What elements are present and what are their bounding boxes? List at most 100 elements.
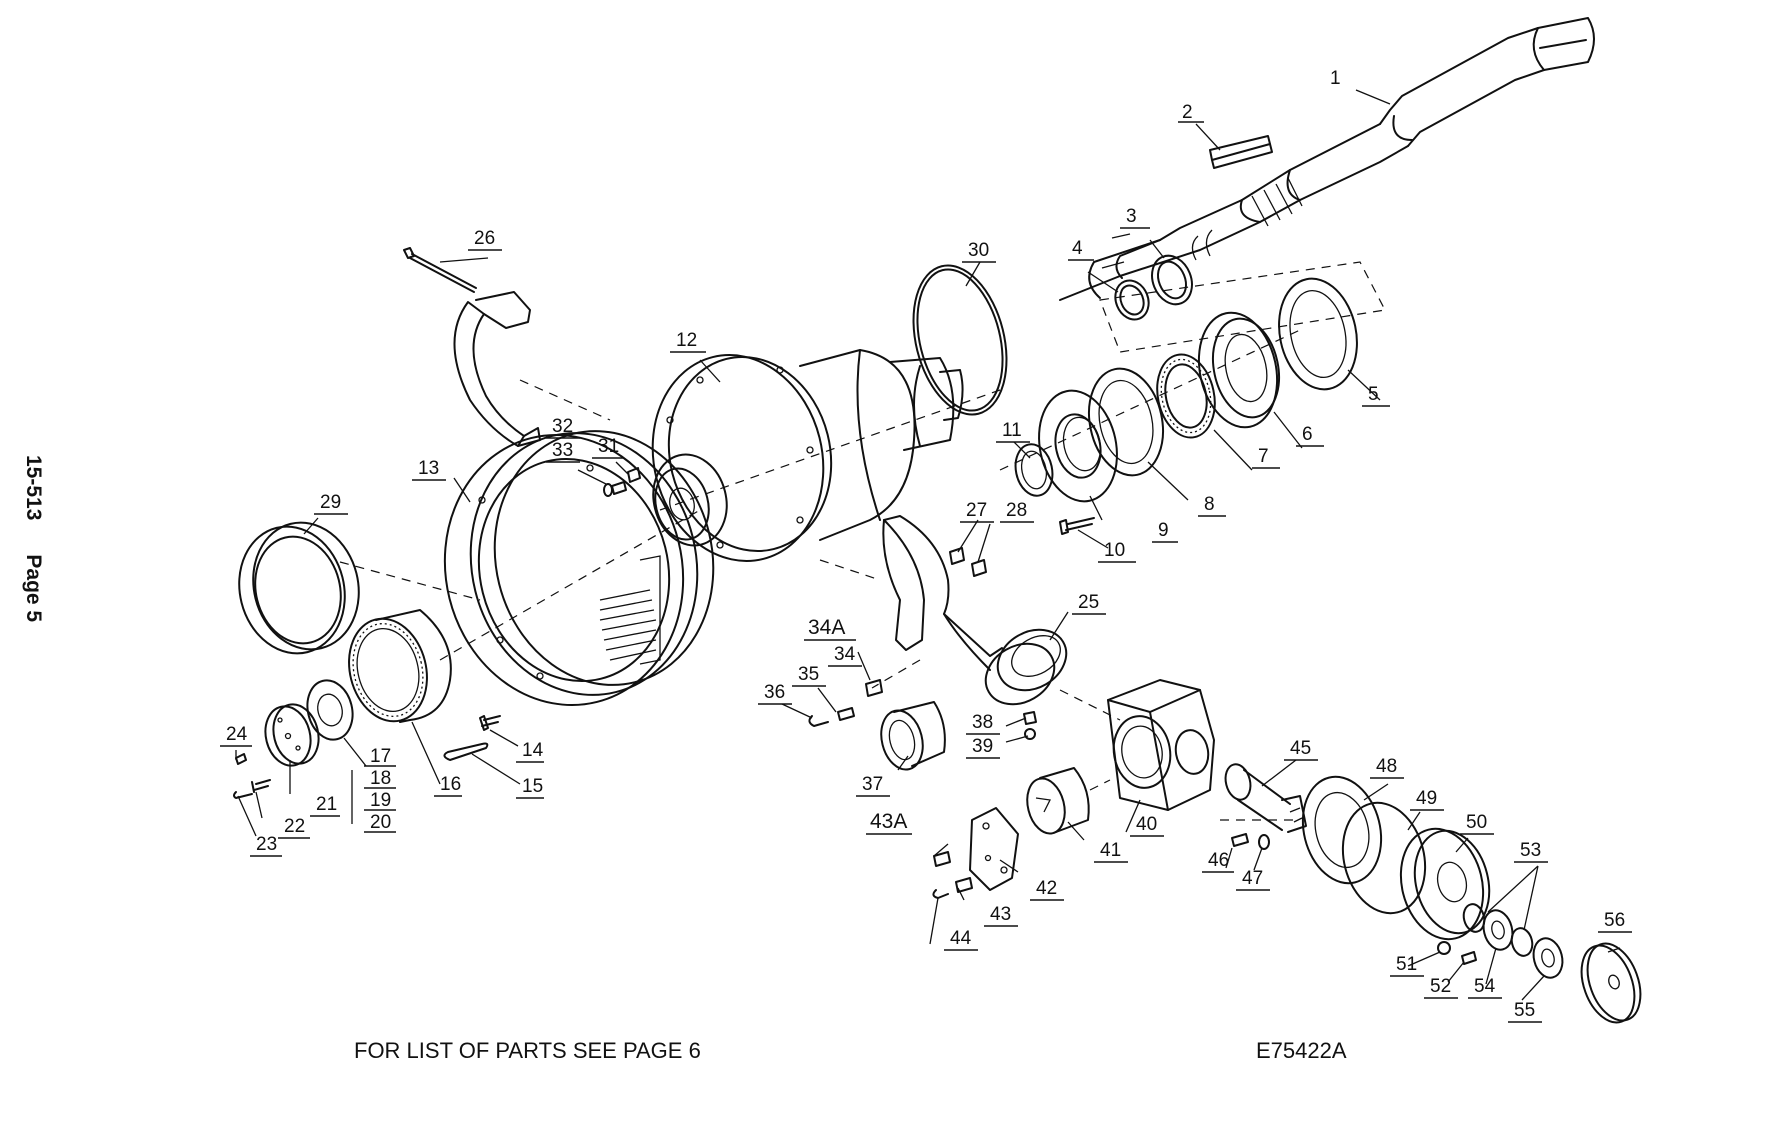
part-11-ring	[1014, 443, 1054, 497]
leader-lines	[235, 89, 1621, 1001]
part-47-pin	[1258, 834, 1270, 850]
part-43-bolt	[955, 877, 973, 893]
part-46-bolt	[1231, 833, 1249, 847]
callout-45: 45	[1290, 738, 1311, 759]
callout-51: 51	[1396, 954, 1417, 975]
callout-2: 2	[1182, 102, 1193, 123]
part-28-nut	[971, 559, 987, 577]
part-45-shaft	[1224, 763, 1307, 833]
part-44-pin	[932, 889, 949, 899]
callout-41: 41	[1100, 840, 1121, 861]
part-26-clamp	[453, 291, 541, 447]
part-17-washer	[306, 679, 354, 741]
part-7-bearing	[1156, 353, 1216, 439]
part-26-bolt	[403, 247, 477, 293]
callout-20: 20	[370, 812, 391, 833]
part-24-bolt	[235, 753, 247, 765]
part-53-ring	[1462, 903, 1534, 957]
callout-4: 4	[1072, 238, 1083, 259]
part-2-key	[1209, 135, 1273, 169]
callout-22: 22	[284, 816, 305, 837]
part-37-bushing	[880, 701, 946, 771]
callout-5: 5	[1368, 384, 1379, 405]
part-1-shaft	[1059, 17, 1595, 301]
drawing-number: E75422A	[1256, 1038, 1347, 1063]
callout-42: 42	[1036, 878, 1057, 899]
callout-49: 49	[1416, 788, 1437, 809]
part-49-o-ring	[1341, 801, 1427, 915]
callout-26: 26	[474, 228, 495, 249]
callout-56: 56	[1604, 910, 1625, 931]
callout-55: 55	[1514, 1000, 1535, 1021]
part-5-gasket	[1278, 277, 1358, 391]
part-14-bolt	[479, 715, 501, 731]
part-38-fitting	[1023, 711, 1037, 725]
part-33-washer	[603, 483, 613, 497]
callout-19: 19	[370, 790, 391, 811]
callout-30: 30	[968, 240, 989, 261]
part-50-cover	[1399, 827, 1491, 941]
callout-15: 15	[522, 776, 543, 797]
part-27-nut	[949, 547, 965, 565]
callout-44: 44	[950, 928, 972, 949]
part-40-housing-block	[1107, 679, 1215, 811]
callout-47: 47	[1242, 868, 1263, 889]
callout-23: 23	[256, 834, 277, 855]
part-35-bolt	[837, 707, 855, 721]
part-23-pin	[233, 791, 253, 799]
callout-7: 7	[1258, 446, 1269, 467]
callout-11: 11	[1002, 420, 1022, 441]
callout-29: 29	[320, 492, 341, 513]
callout-31: 31	[598, 436, 619, 457]
callout-18: 18	[370, 768, 391, 789]
callout-27: 27	[966, 500, 987, 521]
callout-21: 21	[316, 794, 337, 815]
callout-46: 46	[1208, 850, 1229, 871]
part-42-plate	[969, 807, 1019, 891]
part-21-plate	[264, 703, 320, 767]
callout-35: 35	[798, 664, 819, 685]
callout-36: 36	[764, 682, 785, 703]
callout-37: 37	[862, 774, 883, 795]
part-43a-bolt	[933, 851, 951, 867]
callout-38: 38	[972, 712, 993, 733]
part-39-fitting	[1024, 728, 1036, 740]
callout-40: 40	[1136, 814, 1157, 835]
callout-28: 28	[1006, 500, 1027, 521]
callout-24: 24	[226, 724, 248, 745]
callout-25: 25	[1078, 592, 1099, 613]
callout-12: 12	[676, 330, 697, 351]
callout-50: 50	[1466, 812, 1487, 833]
part-13-drum	[443, 430, 715, 707]
part-4-ring	[1114, 279, 1150, 321]
part-54-washer	[1482, 909, 1514, 951]
part-22-bolt	[251, 779, 271, 793]
callout-54: 54	[1474, 976, 1496, 997]
part-9-cover	[1038, 389, 1118, 503]
part-16-bearing	[348, 609, 452, 723]
part-41-cylinder	[1026, 767, 1090, 835]
callout-17: 17	[370, 746, 391, 767]
callout-3: 3	[1126, 206, 1137, 227]
callout-53: 53	[1520, 840, 1541, 861]
parts-list-reference: FOR LIST OF PARTS SEE PAGE 6	[354, 1038, 701, 1063]
callout-8: 8	[1204, 494, 1215, 515]
callout-9: 9	[1158, 520, 1169, 541]
part-25-fork	[882, 515, 1068, 706]
callout-43: 43	[990, 904, 1011, 925]
callout-6: 6	[1302, 424, 1313, 445]
part-12-housing	[651, 349, 964, 562]
callout-14: 14	[522, 740, 544, 761]
part-52-bolt	[1461, 951, 1477, 965]
part-48-gasket	[1301, 775, 1383, 885]
part-29-ring	[238, 521, 360, 655]
callout-10: 10	[1104, 540, 1125, 561]
callout-39: 39	[972, 736, 993, 757]
part-51-nut	[1437, 941, 1451, 955]
callout-34: 34	[834, 644, 856, 665]
part-56-disc	[1580, 942, 1642, 1024]
part-10-bolt	[1059, 517, 1095, 535]
part-8-gasket	[1088, 367, 1164, 477]
